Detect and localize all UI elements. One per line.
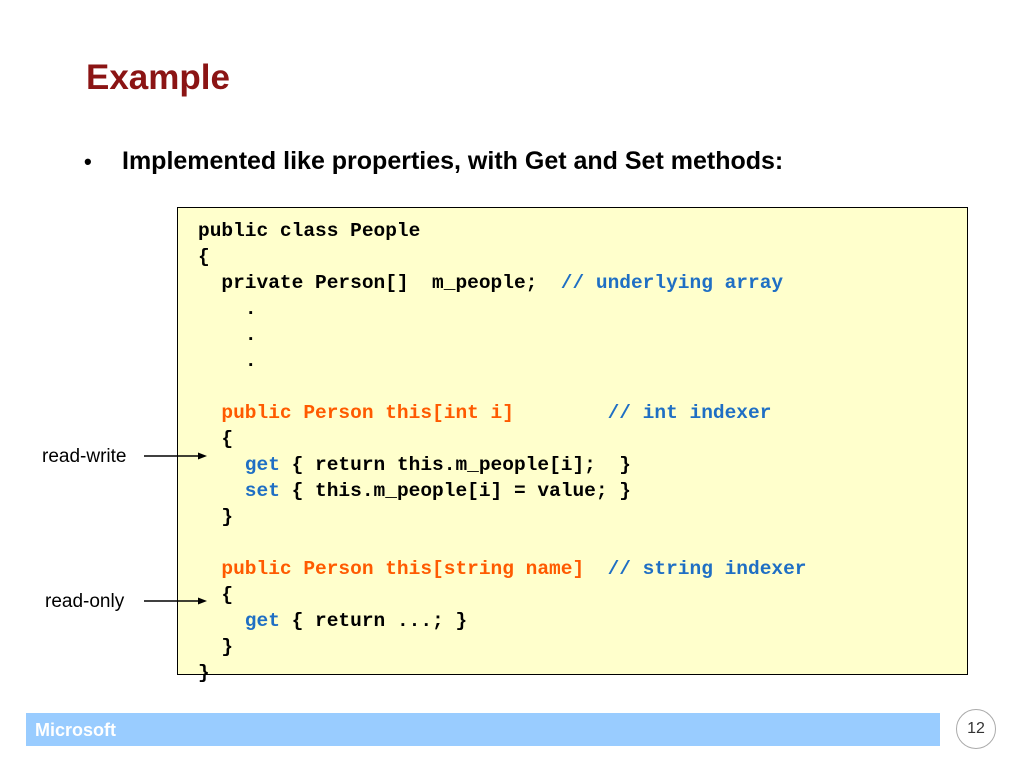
- code-line: {: [198, 584, 234, 606]
- code-line: }: [198, 636, 234, 658]
- bullet-text: Implemented like properties, with Get an…: [122, 147, 784, 175]
- code-keyword: public Person this[int i]: [198, 402, 514, 424]
- read-only-arrow-icon: [144, 597, 207, 605]
- footer-brand: Microsoft: [35, 720, 116, 740]
- code-line: set { this.m_people[i] = value; }: [198, 478, 807, 504]
- code-ellipsis-dot: .: [244, 350, 257, 372]
- read-write-label: read-write: [42, 446, 127, 467]
- code-text: { return ...; }: [279, 610, 468, 632]
- code-keyword: get: [198, 454, 280, 476]
- bullet-item: • Implemented like properties, with Get …: [84, 147, 783, 176]
- code-padding: [584, 558, 607, 580]
- code-line: private Person[] m_people; // underlying…: [198, 270, 807, 296]
- code-text: private Person[] m_people;: [198, 272, 561, 294]
- code-ellipsis-dot: .: [244, 324, 257, 346]
- code-box: public class People { private Person[] m…: [177, 207, 968, 684]
- code-line: .: [198, 296, 807, 322]
- code-line: .: [198, 322, 807, 348]
- code-padding: [514, 402, 608, 424]
- footer-bar: Microsoft: [26, 713, 940, 746]
- code-comment: // string indexer: [607, 558, 807, 580]
- code-line: public class People: [198, 220, 421, 242]
- code-blank-line: [198, 530, 807, 556]
- code-line: public Person this[int i] // int indexer: [198, 400, 807, 426]
- page-number: 12: [956, 709, 996, 749]
- code-line: {: [198, 246, 210, 268]
- code-keyword: get: [198, 610, 280, 632]
- code-ellipsis-dot: .: [244, 298, 257, 320]
- slide-title: Example: [86, 58, 230, 97]
- code-line: {: [198, 428, 234, 450]
- code-text: { return this.m_people[i]; }: [279, 454, 631, 476]
- code-listing: public class People { private Person[] m…: [198, 218, 807, 686]
- code-line: }: [198, 662, 210, 684]
- code-keyword: public Person this[string name]: [198, 558, 585, 580]
- read-only-label: read-only: [45, 591, 125, 612]
- code-line: get { return ...; }: [198, 608, 807, 634]
- code-blank-line: [198, 374, 807, 400]
- read-write-arrow-icon: [144, 452, 207, 460]
- code-line: public Person this[string name] // strin…: [198, 556, 807, 582]
- code-comment: // underlying array: [560, 272, 784, 294]
- code-keyword: set: [198, 480, 280, 502]
- code-line: .: [198, 348, 807, 374]
- code-line: }: [198, 506, 234, 528]
- code-comment: // int indexer: [607, 402, 772, 424]
- bullet-marker: •: [84, 148, 92, 174]
- code-text: { this.m_people[i] = value; }: [279, 480, 631, 502]
- code-line: get { return this.m_people[i]; }: [198, 452, 807, 478]
